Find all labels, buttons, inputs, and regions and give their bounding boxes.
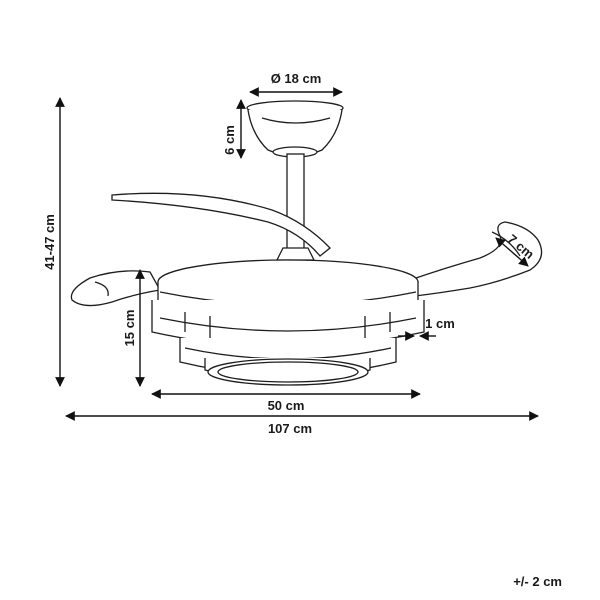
label-body-height: 15 cm <box>122 310 137 347</box>
fan-blades <box>70 192 543 307</box>
label-total-height: 41-47 cm <box>42 214 57 270</box>
label-canopy-height: 6 cm <box>222 125 237 155</box>
label-body-diameter: 50 cm <box>268 398 305 413</box>
tolerance-note: +/- 2 cm <box>513 574 562 589</box>
light-body <box>151 259 425 386</box>
label-total-diameter: 107 cm <box>268 421 312 436</box>
dimension-lines <box>55 87 539 421</box>
dim-line-blade-width <box>495 237 529 267</box>
label-canopy-diameter: Ø 18 cm <box>271 71 322 86</box>
label-ring-thickness: 1 cm <box>425 316 455 331</box>
canopy <box>246 100 344 158</box>
